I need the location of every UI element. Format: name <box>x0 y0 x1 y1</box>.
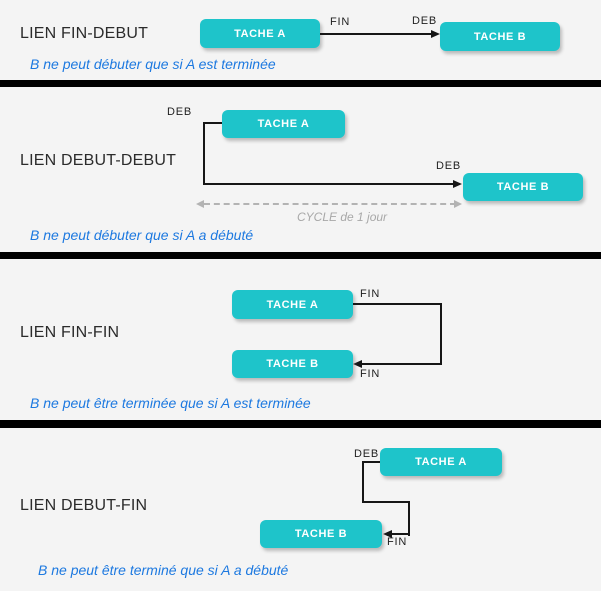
link-start-label: FIN <box>330 16 351 28</box>
arrowhead-left-icon <box>353 360 362 368</box>
section-title: LIEN DEBUT-FIN <box>20 497 148 514</box>
section-note: B ne peut débuter que si A a débuté <box>30 227 254 243</box>
task-a-box: TACHE A <box>200 19 320 48</box>
section-divider <box>0 420 601 428</box>
connector-line-vertical <box>203 122 205 184</box>
cycle-dashed-line <box>204 203 456 205</box>
task-b-box: TACHE B <box>463 173 583 201</box>
connector-line <box>203 183 453 185</box>
section-title: LIEN FIN-FIN <box>20 324 120 341</box>
connector-line-top <box>353 303 442 305</box>
task-b-box: TACHE B <box>440 22 560 51</box>
link-end-label: FIN <box>387 536 408 548</box>
task-b-box: TACHE B <box>260 520 382 548</box>
section-title: LIEN FIN-DEBUT <box>20 25 149 42</box>
connector-line <box>320 33 434 35</box>
link-start-label: FIN <box>360 288 381 300</box>
cycle-label: CYCLE de 1 jour <box>297 210 388 224</box>
arrowhead-right-icon <box>431 30 440 38</box>
section-title: LIEN DEBUT-DEBUT <box>20 152 177 169</box>
task-a-box: TACHE A <box>232 290 353 319</box>
link-start-label: DEB <box>354 448 380 460</box>
task-a-box: TACHE A <box>380 448 502 476</box>
section-note: B ne peut débuter que si A est terminée <box>30 56 276 72</box>
section-divider <box>0 80 601 87</box>
arrowhead-right-icon <box>453 180 462 188</box>
link-start-label: DEB <box>167 106 193 118</box>
connector-line-middle <box>362 501 410 503</box>
connector-stub <box>362 461 380 463</box>
dashed-arrowhead-right-icon <box>454 200 462 208</box>
section-note: B ne peut être terminée que si A est ter… <box>30 395 311 411</box>
section-note: B ne peut être terminé que si A a débuté <box>38 562 289 578</box>
arrowhead-left-icon <box>383 530 392 538</box>
connector-line-bottom <box>362 363 442 365</box>
task-a-box: TACHE A <box>222 110 345 138</box>
connector-line-bottom <box>392 533 410 535</box>
connector-stub <box>203 122 222 124</box>
section-divider <box>0 252 601 259</box>
link-end-label: DEB <box>412 15 438 27</box>
connector-line-vertical-2 <box>408 501 410 536</box>
task-b-box: TACHE B <box>232 350 353 378</box>
connector-line-vertical <box>440 303 442 365</box>
dashed-arrowhead-left-icon <box>196 200 204 208</box>
connector-line-vertical-1 <box>362 461 364 503</box>
link-end-label: FIN <box>360 368 381 380</box>
link-end-label: DEB <box>436 160 462 172</box>
